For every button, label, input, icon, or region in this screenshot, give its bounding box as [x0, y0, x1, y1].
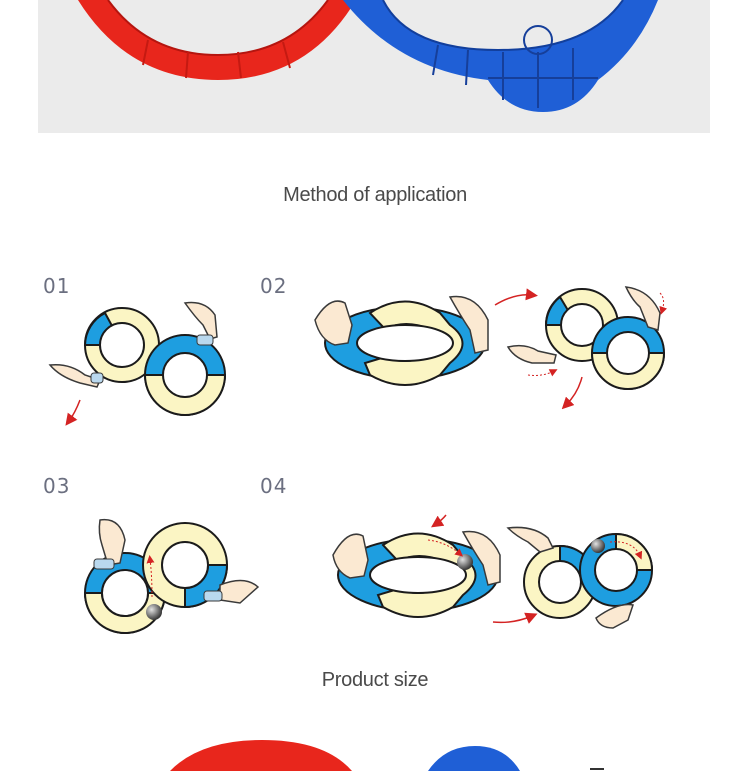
step-number-04: 04: [260, 474, 288, 498]
blue-ring-image: [343, 0, 658, 112]
step-number-02: 02: [260, 274, 288, 298]
step-01-illustration: [48, 301, 227, 426]
step-number-01: 01: [43, 274, 71, 298]
red-ring-image: [78, 0, 356, 80]
red-ring-size-image: [170, 740, 352, 771]
product-size-title: Product size: [321, 669, 429, 691]
product-photo-banner: [38, 0, 710, 133]
step-number-03: 03: [43, 474, 71, 498]
method-of-application-title: Method of application: [283, 184, 467, 206]
product-size-image: [0, 720, 750, 771]
step-02-illustration: [314, 286, 668, 410]
step-04-illustration: [332, 514, 654, 629]
step-03-illustration: [83, 518, 260, 634]
blue-ring-size-image: [428, 746, 520, 771]
